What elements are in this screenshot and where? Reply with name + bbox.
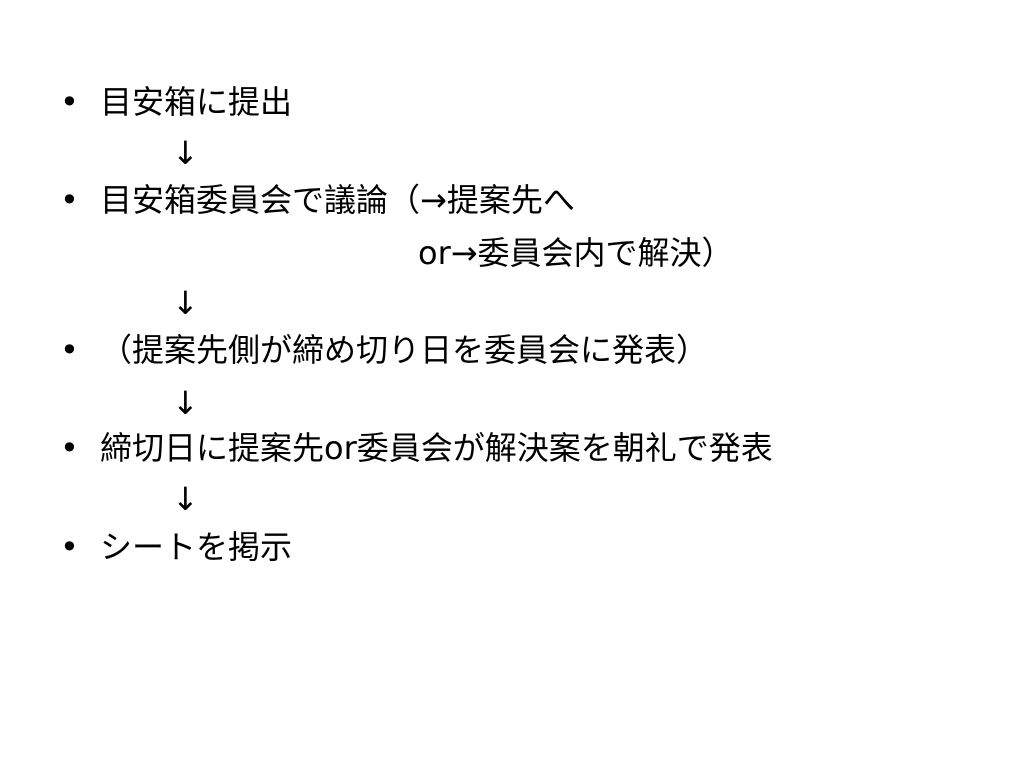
bullet: • xyxy=(60,331,79,369)
list-item-text: シートを掲示 xyxy=(100,528,293,566)
bullet: • xyxy=(60,429,79,467)
down-arrow: ↓ xyxy=(172,284,199,322)
down-arrow: ↓ xyxy=(172,384,199,422)
list-item-text: 締切日に提案先or委員会が解決案を朝礼で発表 xyxy=(100,429,773,467)
bullet: • xyxy=(60,181,79,219)
list-item-continuation: or→委員会内で解決） xyxy=(418,234,734,272)
list-item-text: 目安箱委員会で議論（→提案先へ xyxy=(100,181,575,219)
bullet: • xyxy=(60,83,79,121)
bullet: • xyxy=(60,528,79,566)
list-item-text: 目安箱に提出 xyxy=(100,83,293,121)
list-item-text: （提案先側が締め切り日を委員会に発表） xyxy=(100,331,709,369)
down-arrow: ↓ xyxy=(172,480,199,518)
down-arrow: ↓ xyxy=(172,134,199,172)
